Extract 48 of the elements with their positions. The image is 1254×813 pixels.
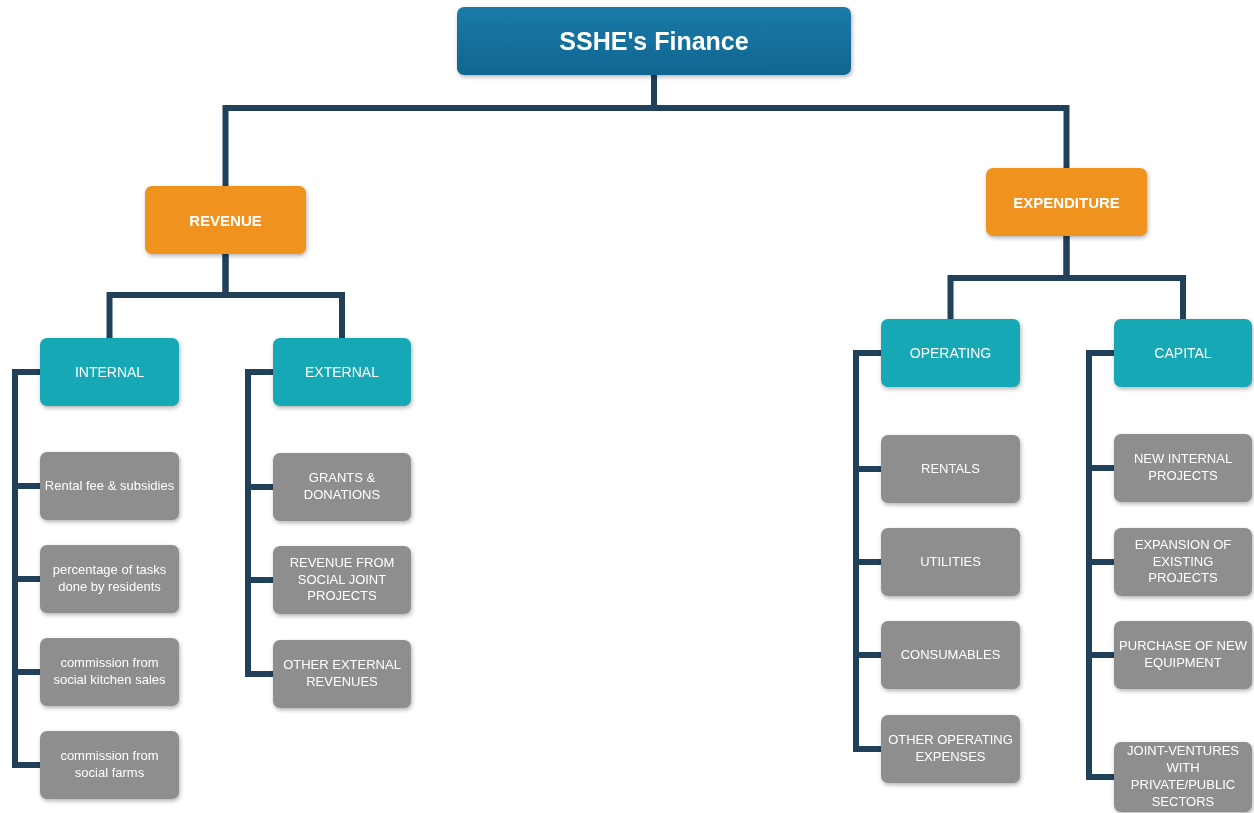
- box-label: CONSUMABLES: [900, 646, 1001, 664]
- item-box: [1114, 528, 1252, 596]
- box-label: commission from social kitchen sales: [52, 655, 167, 689]
- item-box: [273, 640, 411, 708]
- box-label: NEW INTERNAL PROJECTS: [1132, 451, 1234, 485]
- box-label: percentage of tasks done by residents: [51, 562, 168, 596]
- box-label: GRANTS & DONATIONS: [302, 470, 382, 504]
- box-label: PURCHASE OF NEW EQUIPMENT: [1118, 638, 1248, 672]
- box-label: JOINT-VENTURES WITH PRIVATE/PUBLIC SECTORS: [1126, 743, 1240, 811]
- item-box: [40, 545, 179, 613]
- connector-line: [1063, 236, 1186, 319]
- item-box: [881, 715, 1020, 783]
- box-label: EXTERNAL: [305, 364, 379, 380]
- connector-line: [651, 75, 1070, 168]
- subcategory-box: [881, 319, 1020, 387]
- box-label: REVENUE: [189, 211, 262, 229]
- box-label: RENTALS: [921, 460, 980, 478]
- category-box: [145, 186, 306, 254]
- box-label: UTILITIES: [920, 553, 981, 571]
- box-label: EXPENDITURE: [1013, 193, 1120, 211]
- box-label: commission from social farms: [59, 748, 160, 782]
- item-box: [40, 731, 179, 799]
- item-box: [1114, 434, 1252, 502]
- title-text: SSHE's Finance: [559, 26, 749, 56]
- title-box: [457, 7, 851, 75]
- item-box: [40, 452, 179, 520]
- subcategory-box: [1114, 319, 1252, 387]
- item-box: [273, 546, 411, 614]
- box-label: REVENUE FROM SOCIAL JOINT PROJECTS: [288, 554, 396, 606]
- item-box: [881, 621, 1020, 689]
- box-label: OTHER OPERATING EXPENSES: [887, 732, 1014, 766]
- box-label: EXPANSION OF EXISTING PROJECTS: [1133, 536, 1233, 588]
- box-label: CAPITAL: [1154, 345, 1212, 361]
- category-box: [986, 168, 1147, 236]
- item-box: [40, 638, 179, 706]
- item-box: [881, 528, 1020, 596]
- box-label: Rental fee & subsidies: [44, 477, 175, 495]
- item-box: [273, 453, 411, 521]
- item-box: [1114, 742, 1252, 812]
- connector-line: [222, 254, 345, 338]
- connector-line: [853, 350, 881, 752]
- box-label: OTHER EXTERNAL REVENUES: [282, 657, 402, 691]
- subcategory-box: [273, 338, 411, 406]
- item-box: [1114, 621, 1252, 689]
- subcategory-box: [40, 338, 179, 406]
- box-label: INTERNAL: [74, 364, 145, 380]
- box-label: OPERATING: [909, 345, 992, 361]
- item-box: [881, 435, 1020, 503]
